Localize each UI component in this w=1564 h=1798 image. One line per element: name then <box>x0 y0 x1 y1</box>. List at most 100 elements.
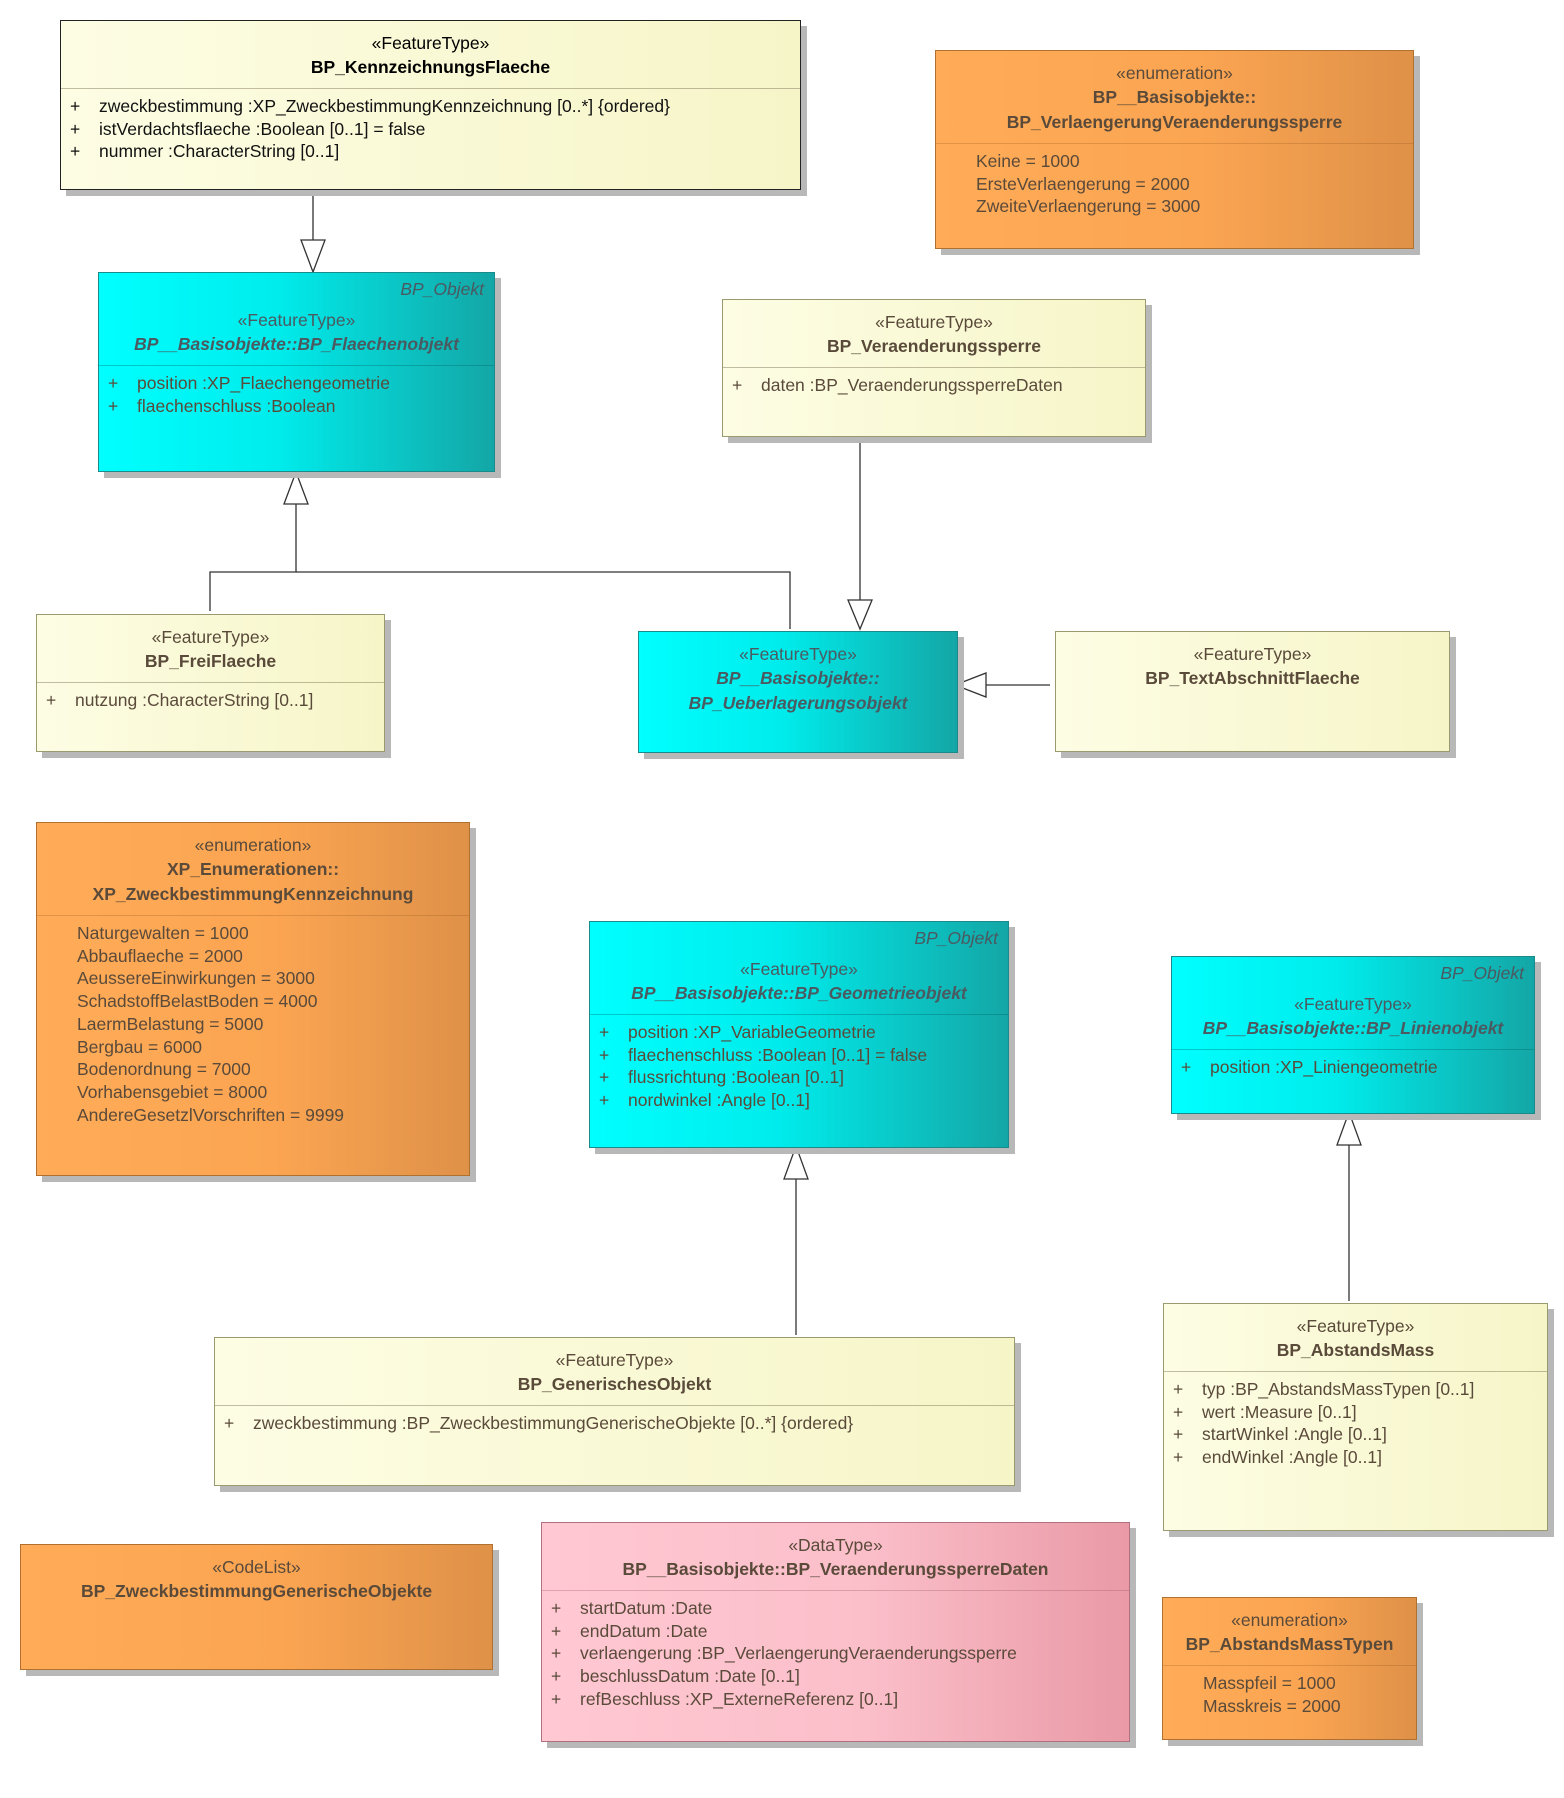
class-header: «enumeration» BP_AbstandsMassTypen <box>1163 1598 1416 1665</box>
attribute-compartment: +position :XP_Liniengeometrie <box>1172 1050 1534 1085</box>
compartment-divider <box>99 365 494 366</box>
arrowhead-linienobjekt <box>1336 1110 1362 1146</box>
class-bp-geometrieobjekt[interactable]: BP_Objekt «FeatureType» BP__Basisobjekte… <box>589 921 1009 1148</box>
attribute-row: +flaechenschluss :Boolean [0..1] = false <box>599 1044 928 1065</box>
class-header: BP_Objekt «FeatureType» BP__Basisobjekte… <box>99 273 494 365</box>
compartment-divider <box>590 1014 1008 1015</box>
stereotype-label: «FeatureType» <box>739 644 857 664</box>
attribute-row: +position :XP_VariableGeometrie <box>599 1022 876 1042</box>
class-name: BP_Veraenderungssperre <box>827 336 1041 356</box>
class-bp-generischesobjekt[interactable]: «FeatureType» BP_GenerischesObjekt +zwec… <box>214 1337 1015 1486</box>
class-header: «FeatureType» BP__Basisobjekte:: BP_Uebe… <box>639 632 957 724</box>
compartment-divider <box>542 1590 1129 1591</box>
attribute-row: +flussrichtung :Boolean [0..1] <box>599 1067 844 1088</box>
compartment-divider <box>1163 1665 1416 1666</box>
compartment-divider <box>723 367 1145 368</box>
stereotype-label: «FeatureType» <box>740 959 858 979</box>
class-name: BP_VerlaengerungVeraenderungssperre <box>1006 112 1343 132</box>
enum-xp-zweckbestimmung-kennzeichnung[interactable]: «enumeration» XP_Enumerationen:: XP_Zwec… <box>36 822 470 1176</box>
enum-literal: Naturgewalten = 1000 <box>77 923 249 943</box>
attribute-row: +endWinkel :Angle [0..1] <box>1173 1447 1382 1468</box>
attribute-row: +refBeschluss :XP_ExterneReferenz [0..1] <box>551 1688 899 1709</box>
class-bp-linienobjekt[interactable]: BP_Objekt «FeatureType» BP__Basisobjekte… <box>1171 956 1535 1114</box>
class-header: «FeatureType» BP_AbstandsMass <box>1164 1304 1547 1371</box>
class-bp-textabschnittflaeche[interactable]: «FeatureType» BP_TextAbschnittFlaeche <box>1055 631 1450 752</box>
class-bp-veraenderungssperre[interactable]: «FeatureType» BP_Veraenderungssperre +da… <box>722 299 1146 437</box>
arrowhead-ueberlagerung-right <box>953 672 987 698</box>
class-bp-freiflaeche[interactable]: «FeatureType» BP_FreiFlaeche +nutzung :C… <box>36 614 385 752</box>
enum-literal: AeussereEinwirkungen = 3000 <box>77 968 315 989</box>
attribute-compartment: +nutzung :CharacterString [0..1] <box>37 683 384 718</box>
stereotype-label: «DataType» <box>788 1535 883 1555</box>
class-name: BP_FreiFlaeche <box>144 651 277 671</box>
class-header: «FeatureType» BP_FreiFlaeche <box>37 615 384 682</box>
attribute-row: +nummer :CharacterString [0..1] <box>70 141 340 162</box>
class-header: «FeatureType» BP_Veraenderungssperre <box>723 300 1145 367</box>
class-name: BP_AbstandsMass <box>1276 1340 1435 1360</box>
edge-ueberlagerung-to-flaechenobjekt <box>296 571 791 629</box>
class-bp-flaechenobjekt[interactable]: BP_Objekt «FeatureType» BP__Basisobjekte… <box>98 272 495 472</box>
enum-literal: Masskreis = 2000 <box>1203 1695 1341 1716</box>
enum-literal: ZweiteVerlaengerung = 3000 <box>976 196 1201 217</box>
attribute-row: +typ :BP_AbstandsMassTypen [0..1] <box>1173 1379 1475 1399</box>
datatype-bp-veraenderungssperre-daten[interactable]: «DataType» BP__Basisobjekte::BP_Veraende… <box>541 1522 1130 1742</box>
stereotype-label: «enumeration» <box>1231 1610 1348 1630</box>
enum-literal: AndereGesetzlVorschriften = 9999 <box>77 1104 345 1125</box>
compartment-divider <box>936 143 1413 144</box>
attribute-row: +nutzung :CharacterString [0..1] <box>46 690 314 710</box>
stereotype-label: «FeatureType» <box>237 310 356 330</box>
class-header: «FeatureType» BP_GenerischesObjekt <box>215 1338 1014 1405</box>
literal-compartment: Masspfeil = 1000 Masskreis = 2000 <box>1163 1666 1416 1723</box>
class-name: BP_TextAbschnittFlaeche <box>1145 668 1360 688</box>
attribute-row: +zweckbestimmung :XP_ZweckbestimmungKenn… <box>70 96 670 116</box>
class-header: «DataType» BP__Basisobjekte::BP_Veraende… <box>542 1523 1129 1590</box>
attribute-row: +position :XP_Liniengeometrie <box>1181 1057 1438 1077</box>
arrowhead-ueberlagerung-top <box>847 599 873 631</box>
stereotype-label: «FeatureType» <box>1294 994 1412 1014</box>
attribute-row: +nordwinkel :Angle [0..1] <box>599 1090 810 1111</box>
attribute-row: +verlaengerung :BP_VerlaengerungVeraende… <box>551 1643 1017 1664</box>
attribute-compartment: +typ :BP_AbstandsMassTypen [0..1] +wert … <box>1164 1372 1547 1475</box>
attribute-compartment: +position :XP_Flaechengeometrie +flaeche… <box>99 366 494 423</box>
class-name-package: XP_Enumerationen:: <box>166 859 340 879</box>
enum-literal: Keine = 1000 <box>976 151 1080 171</box>
stereotype-label: «FeatureType» <box>555 1350 674 1370</box>
parent-class-label: BP_Objekt <box>914 928 998 948</box>
class-name: XP_ZweckbestimmungKennzeichnung <box>92 884 414 904</box>
attribute-row: +endDatum :Date <box>551 1620 708 1641</box>
attribute-compartment: +position :XP_VariableGeometrie +flaeche… <box>590 1015 1008 1118</box>
stereotype-label: «enumeration» <box>1116 63 1233 83</box>
stereotype-label: «FeatureType» <box>1296 1316 1415 1336</box>
class-header: «CodeList» BP_ZweckbestimmungGenerischeO… <box>21 1545 492 1612</box>
class-header: «FeatureType» BP_KennzeichnungsFlaeche <box>61 21 800 88</box>
literal-compartment: Naturgewalten = 1000 Abbauflaeche = 2000… <box>37 916 469 1132</box>
class-bp-abstandsmass[interactable]: «FeatureType» BP_AbstandsMass +typ :BP_A… <box>1163 1303 1548 1531</box>
class-header: BP_Objekt «FeatureType» BP__Basisobjekte… <box>1172 957 1534 1049</box>
arrowhead-flaechenobjekt-bottom <box>283 470 309 505</box>
codelist-bp-zweckbestimmung-generische-objekte[interactable]: «CodeList» BP_ZweckbestimmungGenerischeO… <box>20 1544 493 1670</box>
class-header: BP_Objekt «FeatureType» BP__Basisobjekte… <box>590 922 1008 1014</box>
class-bp-ueberlagerungsobjekt[interactable]: «FeatureType» BP__Basisobjekte:: BP_Uebe… <box>638 631 958 753</box>
class-name-package: BP__Basisobjekte:: <box>1092 87 1257 107</box>
attribute-compartment: +daten :BP_VeraenderungssperreDaten <box>723 368 1145 403</box>
class-bp-kennzeichnungsflaeche[interactable]: «FeatureType» BP_KennzeichnungsFlaeche +… <box>60 20 801 190</box>
enum-literal: Bergbau = 6000 <box>77 1036 203 1057</box>
attribute-row: +flaechenschluss :Boolean <box>108 395 336 416</box>
class-name: BP__Basisobjekte::BP_Flaechenobjekt <box>134 334 459 354</box>
enum-bp-abstandsmasstypen[interactable]: «enumeration» BP_AbstandsMassTypen Massp… <box>1162 1597 1417 1740</box>
arrowhead-geometrieobjekt <box>783 1144 809 1180</box>
attribute-compartment: +zweckbestimmung :XP_ZweckbestimmungKenn… <box>61 89 800 169</box>
enum-literal: ErsteVerlaengerung = 2000 <box>976 173 1190 194</box>
enum-literal: Bodenordnung = 7000 <box>77 1059 251 1080</box>
enum-literal: SchadstoffBelastBoden = 4000 <box>77 991 318 1012</box>
class-name: BP_ZweckbestimmungGenerischeObjekte <box>80 1581 433 1601</box>
attribute-compartment: +zweckbestimmung :BP_ZweckbestimmungGene… <box>215 1406 1014 1441</box>
compartment-divider <box>1164 1371 1547 1372</box>
enum-literal: LaermBelastung = 5000 <box>77 1013 264 1034</box>
edge-freiflaeche-to-flaechenobjekt <box>209 504 297 611</box>
class-header: «FeatureType» BP_TextAbschnittFlaeche <box>1056 632 1449 699</box>
enum-bp-verlaengerung-veraenderungssperre[interactable]: «enumeration» BP__Basisobjekte:: BP_Verl… <box>935 50 1414 249</box>
compartment-divider <box>37 915 469 916</box>
attribute-row: +daten :BP_VeraenderungssperreDaten <box>732 375 1063 395</box>
